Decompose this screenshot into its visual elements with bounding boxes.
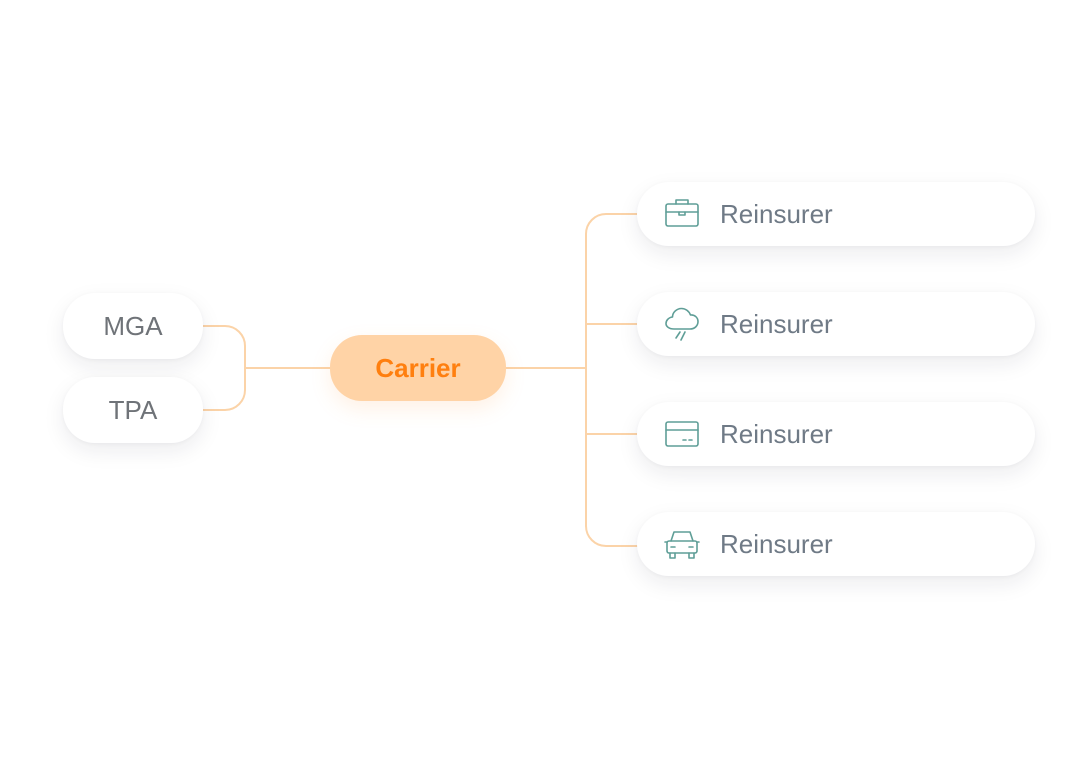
connector-reinsurer-1	[585, 213, 638, 235]
connector-tpa	[202, 367, 246, 411]
node-reinsurer-3: Reinsurer	[637, 402, 1035, 466]
connector-mga	[202, 325, 246, 369]
node-reinsurer-4: Reinsurer	[637, 512, 1035, 576]
storm-cloud-icon	[663, 305, 701, 343]
car-icon	[663, 525, 701, 563]
reinsurer-4-label: Reinsurer	[720, 528, 833, 559]
credit-card-icon	[663, 415, 701, 453]
node-reinsurer-2: Reinsurer	[637, 292, 1035, 356]
connector-reinsurer-4	[585, 525, 638, 547]
node-reinsurer-1: Reinsurer	[637, 182, 1035, 246]
reinsurer-2-label: Reinsurer	[720, 308, 833, 339]
reinsurer-1-label: Reinsurer	[720, 198, 833, 229]
reinsurer-3-label: Reinsurer	[720, 418, 833, 449]
node-tpa-label: TPA	[108, 394, 158, 425]
node-mga-label: MGA	[103, 310, 163, 341]
node-carrier-label: Carrier	[375, 352, 461, 383]
node-carrier: Carrier	[330, 335, 506, 401]
briefcase-icon	[663, 195, 701, 233]
node-mga: MGA	[63, 293, 203, 359]
node-tpa: TPA	[63, 377, 203, 443]
